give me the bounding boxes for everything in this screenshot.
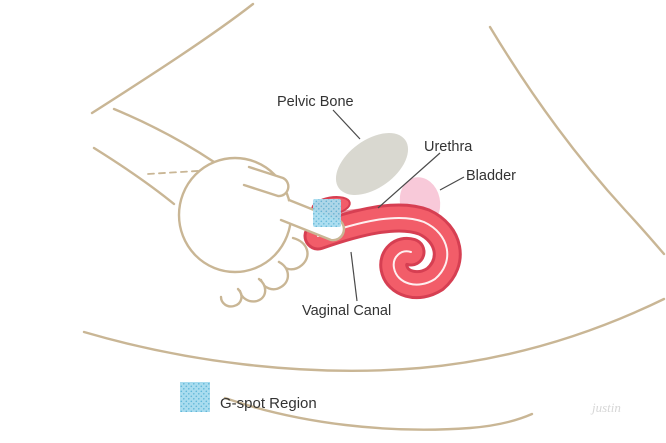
curled-finger [238, 277, 267, 303]
bladder-label: Bladder [466, 168, 516, 184]
pelvic-bone-leader-line [332, 109, 361, 140]
thumb [242, 165, 290, 198]
legend: G-spot Region [180, 382, 317, 412]
body-contour-right [488, 25, 666, 256]
urethra-label: Urethra [424, 139, 473, 155]
legend-gspot-swatch [180, 382, 210, 412]
gspot-region-marker [313, 199, 341, 227]
curled-finger [219, 287, 243, 308]
urethra-leader-line [377, 152, 441, 209]
vaginal-canal-lumen-line [317, 216, 449, 286]
watermark-text: justin [590, 400, 621, 415]
bladder-leader-line [439, 176, 465, 191]
hand-illustration [92, 107, 346, 308]
vaginal-canal-label: Vaginal Canal [302, 303, 391, 319]
vaginal-canal-leader-line [350, 251, 358, 302]
arm-line-top [112, 107, 216, 164]
legend-gspot-label: G-spot Region [220, 395, 317, 412]
arm-line-bottom [92, 146, 176, 206]
body-contour-bottom [82, 297, 666, 372]
body-contour-upper-left [90, 2, 255, 115]
pelvic-bone-label: Pelvic Bone [277, 94, 354, 110]
pelvic-bone-shape [335, 133, 409, 195]
body-contour-bottom-lower [223, 396, 534, 431]
leader-lines [332, 109, 465, 302]
